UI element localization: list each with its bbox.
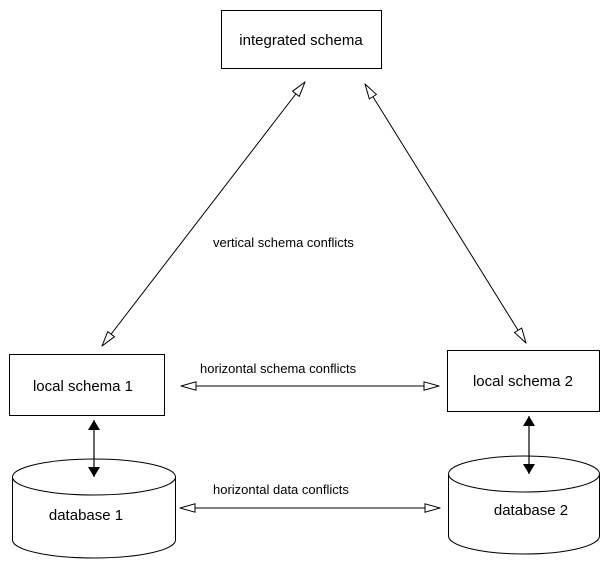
database-2-cylinder-top <box>448 455 600 493</box>
integrated-schema-node: integrated schema <box>221 10 382 69</box>
vertical-conflict-arrow-left <box>102 82 305 346</box>
horizontal-schema-conflicts-label: horizontal schema conflicts <box>200 361 357 376</box>
database-1-label: database 1 <box>49 507 123 524</box>
local-schema-2-box <box>447 350 600 412</box>
integrated-schema-label: integrated schema <box>239 32 363 49</box>
database-2-cylinder-body <box>448 474 600 555</box>
database-1-cylinder-body <box>12 477 176 559</box>
local-schema-1-label: local schema 1 <box>33 378 133 395</box>
local-schema-2-label: local schema 2 <box>473 373 573 390</box>
local-schema-1-node: local schema 1 <box>9 354 165 416</box>
database-1-node: database 1 <box>12 458 176 559</box>
local-schema-2-node: local schema 2 <box>447 350 600 412</box>
local-schema-1-box <box>9 354 165 416</box>
integrated-schema-box <box>221 10 382 69</box>
vertical-schema-conflicts-label: vertical schema conflicts <box>213 235 354 250</box>
database-2-label: database 2 <box>494 502 568 519</box>
horizontal-data-conflicts-label: horizontal data conflicts <box>213 482 349 497</box>
database-2-node: database 2 <box>448 455 600 555</box>
vertical-conflict-arrow-right <box>365 84 526 343</box>
